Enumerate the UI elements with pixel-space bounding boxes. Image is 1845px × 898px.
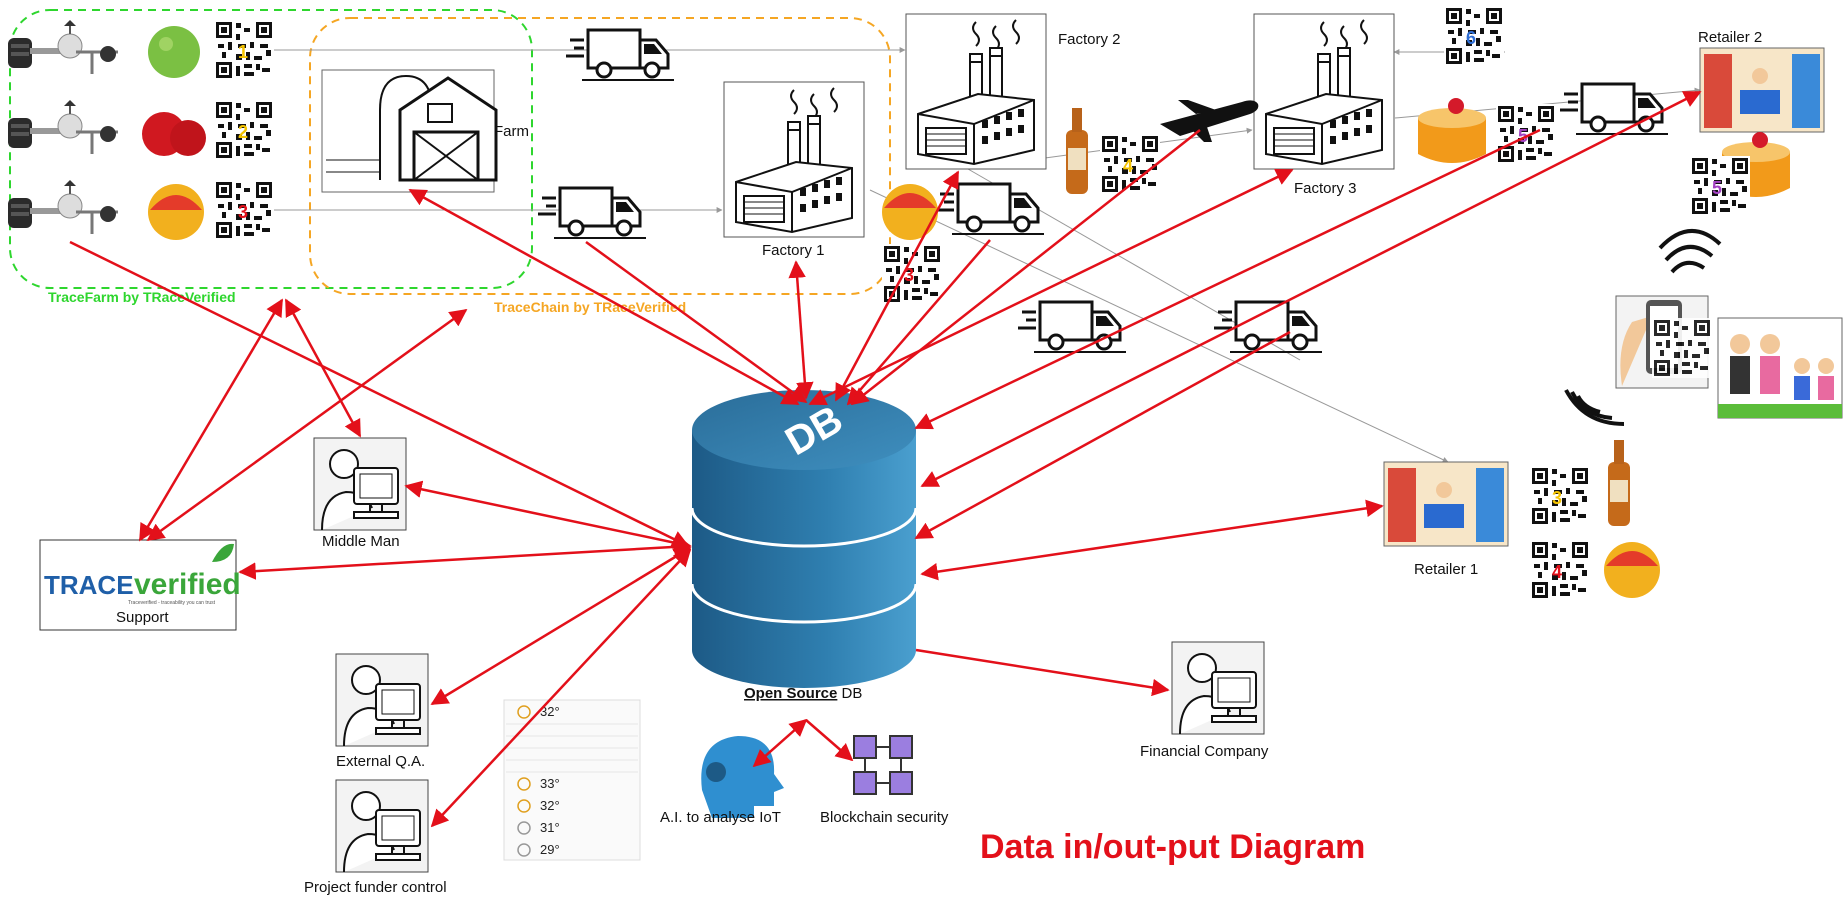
nfc-wave-icon [1658, 228, 1722, 274]
svg-text:5: 5 [1712, 178, 1722, 198]
factory-2-product: 4 [1066, 108, 1160, 194]
support-label: Support [116, 609, 169, 626]
airplane-icon [1160, 100, 1259, 142]
svg-text:31°: 31° [540, 820, 560, 835]
svg-text:4: 4 [1123, 156, 1133, 176]
external-qa-node: External Q.A. [335, 653, 429, 770]
database-cylinder: DB [690, 390, 918, 688]
farm-label: Farm [494, 123, 529, 140]
mango-icon [148, 184, 204, 240]
blockchain-label: Blockchain security [820, 809, 949, 826]
financial-company-node: Financial Company [1140, 641, 1269, 760]
truck-icon [564, 28, 676, 82]
svg-text:32°: 32° [540, 798, 560, 813]
diagram-title: Data in/out-put Diagram [980, 828, 1365, 866]
svg-text:1: 1 [238, 42, 248, 62]
middle-man-label: Middle Man [322, 533, 400, 550]
family-icon [1717, 317, 1843, 419]
factory-3-label: Factory 3 [1294, 180, 1357, 197]
iot-sensor-row-1: 1 [6, 18, 274, 80]
truck-icon [934, 182, 1046, 236]
support-node: TRACE verified Traceverified - traceabil… [39, 539, 241, 631]
nfc-wave-icon [1564, 389, 1625, 426]
factory-2-node: Factory 2 [905, 13, 1121, 170]
svg-text:33°: 33° [540, 776, 560, 791]
lime-icon [148, 26, 200, 78]
factory-1-label: Factory 1 [762, 242, 825, 259]
svg-text:3: 3 [238, 202, 248, 222]
svg-text:29°: 29° [540, 842, 560, 857]
retailer-2-label: Retailer 2 [1698, 29, 1762, 46]
mango-icon [882, 184, 938, 240]
svg-text:4: 4 [1552, 562, 1562, 582]
retailer-1-label: Retailer 1 [1414, 561, 1478, 578]
middle-man-node: Middle Man [313, 437, 407, 550]
factory-3-node: Factory 3 [1253, 13, 1395, 197]
project-funder-node: Project funder control [304, 779, 447, 896]
factory-1-product: 3 [882, 184, 942, 304]
iot-sensor-row-3: 3 [6, 178, 274, 240]
retailer-1-products: 3 4 [1530, 440, 1660, 600]
svg-text:6: 6 [1466, 28, 1476, 48]
truck-icon [1016, 300, 1128, 354]
factory-2-label: Factory 2 [1058, 31, 1121, 48]
tracechain-label: TraceChain by TRaceVerified [494, 299, 686, 315]
iot-sensor-row-2: 2 [6, 98, 274, 160]
ai-label: A.I. to analyse IoT [660, 809, 781, 826]
leaf-icon [212, 543, 234, 562]
mango-icon [1604, 542, 1660, 598]
blockchain-node: Blockchain security [820, 735, 949, 826]
blockchain-icon [853, 735, 877, 759]
qr-6: 6 [1444, 6, 1504, 66]
weather-forecast-panel: 32° 33° 32° 31° 29° [503, 699, 641, 861]
data-arrows [69, 90, 1702, 828]
svg-text:3: 3 [1552, 488, 1562, 508]
db-caption: Open Source DB [744, 685, 862, 702]
truck-icon [1558, 82, 1670, 136]
phone-scan [1615, 295, 1712, 389]
farm-node: Farm [321, 69, 529, 193]
tracefarm-group-box [9, 9, 533, 289]
retailer-2-node: Retailer 2 5 [1690, 29, 1825, 216]
retailer-1-node: Retailer 1 [1383, 461, 1509, 578]
traceverified-logo: TRACE [44, 570, 134, 600]
financial-company-label: Financial Company [1140, 743, 1269, 760]
external-qa-label: External Q.A. [336, 753, 425, 770]
svg-text:verified: verified [134, 568, 241, 601]
factory-1-node: Factory 1 [723, 81, 865, 259]
truck-icon [536, 186, 648, 240]
ai-node: A.I. to analyse IoT [660, 736, 784, 826]
svg-text:Traceverified - traceability y: Traceverified - traceability you can tru… [128, 600, 216, 606]
svg-text:2: 2 [238, 122, 248, 142]
storm-icon [517, 843, 531, 857]
tracefarm-label: TraceFarm by TRaceVerified [48, 289, 236, 305]
project-funder-label: Project funder control [304, 879, 447, 896]
